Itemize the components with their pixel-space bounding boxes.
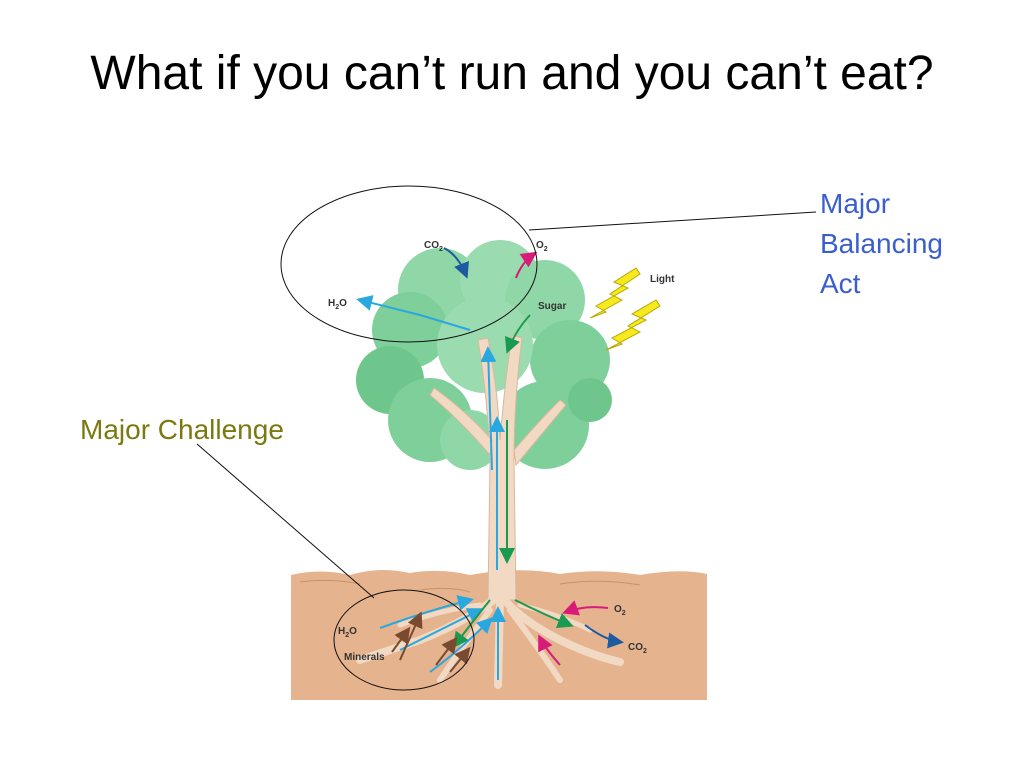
- callout-balancing-act: Major Balancing Act: [820, 184, 943, 304]
- leader-line-balancing: [528, 211, 817, 231]
- callout-balancing-line-2: Balancing: [820, 228, 943, 259]
- highlight-oval-roots: [333, 589, 475, 691]
- label-h2o-soil: H2O: [338, 626, 357, 639]
- leader-line-challenge: [196, 443, 375, 599]
- label-o2-leaf: O2: [536, 240, 548, 253]
- gas-exchange-arrows: [443, 247, 624, 666]
- label-h2o-leaf: H2O: [328, 298, 347, 311]
- label-co2-soil: CO2: [628, 642, 647, 655]
- mineral-arrows: [391, 611, 471, 673]
- sunlight-bolt-icon: [589, 267, 661, 351]
- label-minerals: Minerals: [344, 652, 385, 663]
- slide-title: What if you can’t run and you can’t eat?: [90, 47, 934, 100]
- label-o2-soil: O2: [614, 604, 626, 617]
- callout-major-challenge: Major Challenge: [80, 414, 284, 445]
- label-co2-leaf: CO2: [424, 240, 443, 253]
- callout-balancing-line-1: Major: [820, 188, 891, 219]
- label-sugar: Sugar: [538, 301, 566, 312]
- sugar-flow-arrows: [452, 314, 574, 649]
- callout-balancing-line-3: Act: [820, 268, 861, 299]
- highlight-oval-canopy: [280, 185, 538, 343]
- water-flow-arrows: [356, 295, 506, 680]
- tree-foliage: [356, 240, 612, 470]
- label-light: Light: [650, 274, 675, 285]
